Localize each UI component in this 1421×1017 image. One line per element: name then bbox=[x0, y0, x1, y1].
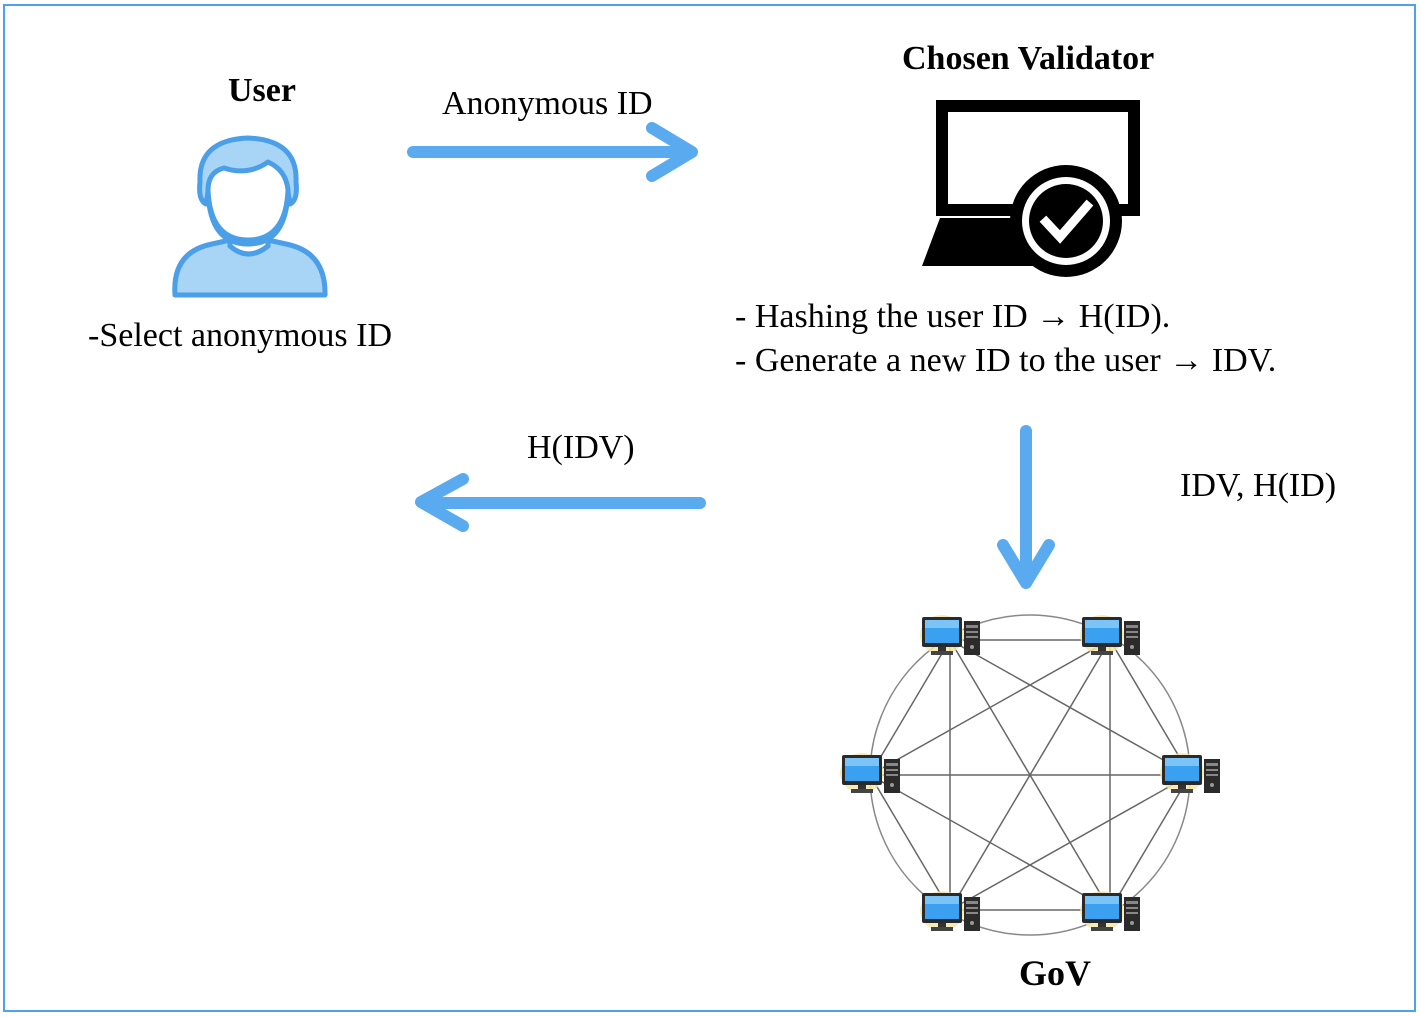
user-title: User bbox=[228, 72, 296, 109]
diagram-frame bbox=[3, 4, 1416, 1012]
validator-title: Chosen Validator bbox=[902, 40, 1155, 77]
gov-network bbox=[840, 614, 1220, 936]
user-avatar-icon bbox=[172, 135, 328, 298]
network-links bbox=[869, 639, 1191, 911]
desktop-computer-icon bbox=[1080, 615, 1140, 655]
validator-step-generate: - Generate a new ID to the user → IDV. bbox=[735, 342, 1277, 379]
desktop-computer-icon bbox=[840, 753, 900, 793]
desktop-computer-icon bbox=[1160, 753, 1220, 793]
arrow-label-anonymous-id: Anonymous ID bbox=[442, 85, 653, 122]
arrow-label-idv-hid: IDV, H(ID) bbox=[1180, 467, 1337, 504]
desktop-computer-icon bbox=[920, 615, 980, 655]
validator-step-hashing: - Hashing the user ID → H(ID). bbox=[735, 298, 1171, 335]
user-caption: -Select anonymous ID bbox=[88, 317, 393, 354]
desktop-computer-icon bbox=[920, 891, 980, 931]
arrow-to-gov bbox=[997, 425, 1055, 589]
desktop-computer-icon bbox=[1080, 891, 1140, 931]
arrow-to-user bbox=[415, 473, 706, 532]
gov-label: GoV bbox=[1019, 953, 1091, 993]
arrow-label-h-idv: H(IDV) bbox=[527, 429, 635, 466]
arrow-to-validator bbox=[407, 122, 698, 182]
laptop-check-icon bbox=[922, 100, 1140, 277]
